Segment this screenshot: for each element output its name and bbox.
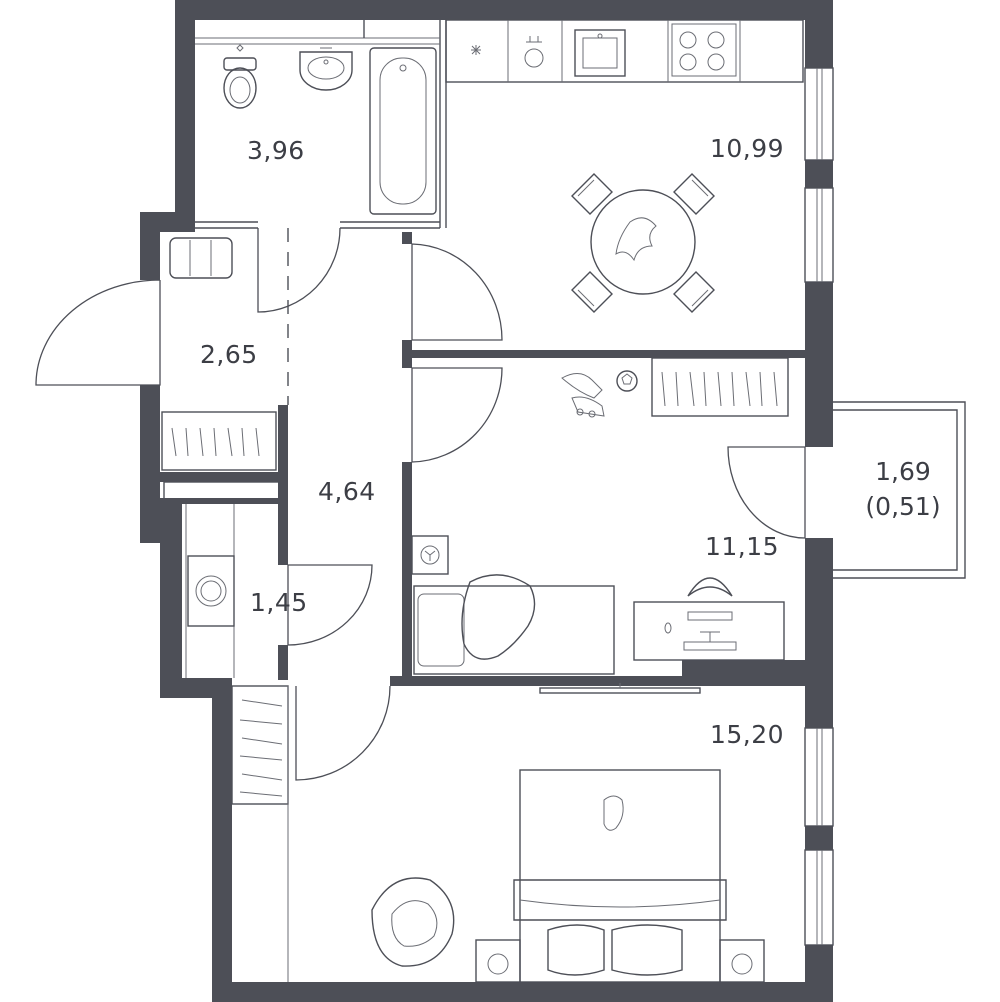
balcony-area-reduced: (0,51): [865, 492, 941, 521]
kitchen-counter: [445, 19, 804, 83]
laundry-area-label: 1,45: [250, 588, 308, 617]
chair-icon: [571, 173, 613, 215]
kids-room-area-label: 11,15: [705, 532, 780, 561]
kids-bed-icon: [413, 574, 615, 675]
entry-area-label: 2,65: [200, 340, 258, 369]
armchair-icon: [371, 877, 455, 967]
balcony: [833, 401, 966, 579]
kids-wardrobe: [651, 357, 789, 417]
toilet-icon: [223, 44, 257, 109]
hall-area-label: 4,64: [318, 477, 376, 506]
doors: [35, 227, 806, 781]
bedroom-area-label: 15,20: [710, 720, 785, 749]
chair-icon: [673, 173, 715, 215]
hall-closet: [161, 411, 277, 471]
wardrobe-icon: [239, 699, 283, 797]
entry-seat-icon: [169, 237, 233, 279]
football-icon: [616, 370, 638, 392]
kids-nightstand-icon: [411, 535, 449, 575]
windows: [804, 67, 834, 946]
nightstand-icon: [475, 939, 521, 983]
chair-icon: [673, 271, 715, 313]
nightstand-icon: [719, 939, 765, 983]
sink-icon: [299, 47, 353, 91]
tv-icon: [539, 683, 701, 694]
bathroom-area-label: 3,96: [247, 136, 305, 165]
interior-walls: [160, 20, 805, 982]
washing-machine-icon: [187, 555, 235, 627]
rollerskates-icon: [561, 373, 605, 418]
desk-icon: [633, 577, 785, 661]
chair-icon: [571, 271, 613, 313]
balcony-area-label: 1,69 (0,51): [858, 454, 948, 524]
dining-table-icon: [571, 173, 715, 313]
bathtub-icon: [369, 47, 437, 215]
double-bed-icon: [513, 769, 727, 983]
outer-walls: [140, 0, 833, 1002]
balcony-area: 1,69: [875, 457, 931, 486]
kitchen-area-label: 10,99: [710, 134, 785, 163]
